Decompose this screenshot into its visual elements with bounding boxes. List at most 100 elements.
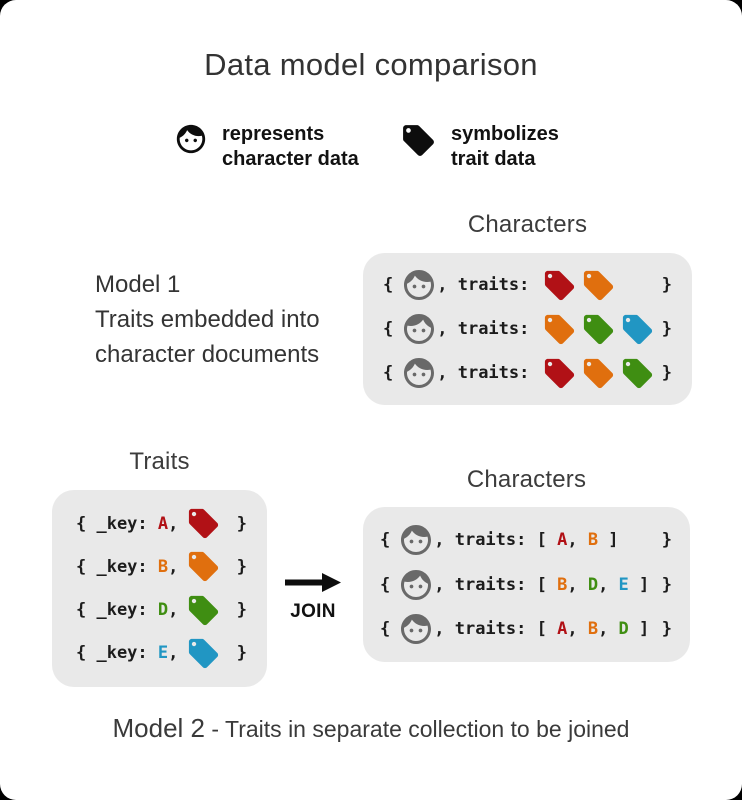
legend-trait-label: symbolizes trait data (451, 122, 559, 172)
legend-character-line2: character data (222, 148, 359, 170)
close-brace: } (661, 529, 672, 550)
trait-key-ref: B (557, 574, 568, 595)
close-brace: } (661, 319, 672, 339)
character-face-icon (401, 355, 437, 391)
character-document-row: { , traits: } (383, 355, 672, 391)
trait-tag-icon (581, 356, 616, 391)
trait-tag-icon (186, 593, 221, 628)
comma: , (168, 513, 179, 534)
model1-description: Model 1 Traits embedded into character d… (95, 267, 320, 372)
comma: , (598, 574, 619, 595)
trait-tag-icon (186, 506, 221, 541)
join-label: JOIN (290, 601, 336, 622)
model2-caption: Model 2 - Traits in separate collection … (0, 713, 742, 744)
comma: , (567, 574, 588, 595)
close-brace: } (661, 275, 672, 295)
character-document-row: { , traits: } (383, 311, 672, 347)
trait-tag-icon (620, 356, 655, 391)
model2-label: Model 2 (112, 713, 206, 743)
character-face-icon (398, 567, 434, 603)
character-face-icon (401, 267, 437, 303)
trait-key-ref: A (557, 529, 568, 550)
trait-key: E (157, 643, 169, 664)
traits-field-label: , traits: [ (434, 619, 558, 640)
character-face-icon (398, 522, 434, 558)
open-brace: { (380, 619, 391, 640)
character-document-row: { , traits: } (383, 267, 672, 303)
key-field-label: { _key: (76, 643, 158, 664)
trait-key: A (157, 513, 169, 534)
bracket-close: ] (598, 529, 619, 550)
close-brace: } (661, 574, 672, 595)
face-icon (174, 122, 208, 156)
comma: , (168, 600, 179, 621)
model2-caption-text: - Traits in separate collection to be jo… (205, 716, 630, 742)
trait-tag-icon (620, 312, 655, 347)
legend-trait-line1: symbolizes (451, 123, 559, 145)
trait-document-row: { _key: A, } (76, 506, 247, 541)
model1-desc-line1: Traits embedded into (95, 306, 320, 333)
traits-field-label: , traits: [ (434, 574, 558, 595)
open-brace: { (383, 363, 394, 383)
join-indicator: JOIN (282, 573, 344, 623)
trait-tags (542, 268, 616, 303)
trait-key-ref: B (587, 619, 599, 640)
trait-tag-icon (542, 268, 577, 303)
collection-title-traits: Traits (129, 448, 190, 475)
trait-tag-icon (542, 312, 577, 347)
trait-key-ref: E (618, 574, 629, 595)
legend-character-line1: represents (222, 123, 325, 145)
join-arrow-icon (285, 573, 341, 592)
open-brace: { (383, 275, 394, 295)
collection-title-characters-model1: Characters (467, 211, 588, 238)
character-document-row: { , traits: [ B, D, E ] } (380, 567, 672, 603)
close-brace: } (236, 600, 247, 621)
traits-field-label: , traits: (437, 275, 540, 295)
close-brace: } (661, 619, 672, 640)
trait-tag-icon (186, 549, 221, 584)
trait-tags (542, 356, 655, 391)
open-brace: { (383, 319, 394, 339)
character-document-row: { , traits: [ A, B, D ] } (380, 611, 672, 647)
open-brace: { (380, 529, 391, 550)
model1-desc-line2: character documents (95, 341, 320, 368)
trait-key-ref: B (587, 529, 599, 550)
comma: , (168, 643, 179, 664)
trait-key-ref: D (618, 619, 629, 640)
trait-tag-icon (186, 636, 221, 671)
trait-document-row: { _key: D, } (76, 593, 247, 628)
key-field-label: { _key: (76, 600, 158, 621)
trait-key-ref: A (557, 619, 568, 640)
comma: , (168, 556, 179, 577)
trait-tags (542, 312, 655, 347)
open-brace: { (380, 574, 391, 595)
key-field-label: { _key: (76, 556, 158, 577)
character-document-row: { , traits: [ A, B ] } (380, 522, 672, 558)
trait-document-row: { _key: E, } (76, 636, 247, 671)
trait-tag-icon (581, 312, 616, 347)
traits-field-label: , traits: (437, 319, 540, 339)
key-field-label: { _key: (76, 513, 158, 534)
comma: , (567, 529, 588, 550)
model1-characters-box: { , traits: } { , traits: } { , traits: (363, 253, 692, 405)
traits-field-label: , traits: (437, 363, 540, 383)
character-face-icon (401, 311, 437, 347)
character-face-icon (398, 611, 434, 647)
close-brace: } (661, 363, 672, 383)
legend-character: represents character data (174, 122, 359, 172)
traits-field-label: , traits: [ (434, 529, 558, 550)
trait-tag-icon (581, 268, 616, 303)
traits-box: { _key: A, } { _key: B, } { _key: D, } {… (52, 490, 267, 687)
comma: , (598, 619, 619, 640)
trait-tag-icon (542, 356, 577, 391)
close-brace: } (236, 513, 247, 534)
bracket-close: ] (628, 619, 650, 640)
close-brace: } (236, 643, 247, 664)
legend-character-label: represents character data (222, 122, 359, 172)
trait-document-row: { _key: B, } (76, 549, 247, 584)
collection-title-characters-model2: Characters (466, 466, 587, 493)
trait-key-ref: D (587, 574, 599, 595)
legend-trait-line2: trait data (451, 148, 536, 170)
trait-key: B (157, 556, 169, 577)
